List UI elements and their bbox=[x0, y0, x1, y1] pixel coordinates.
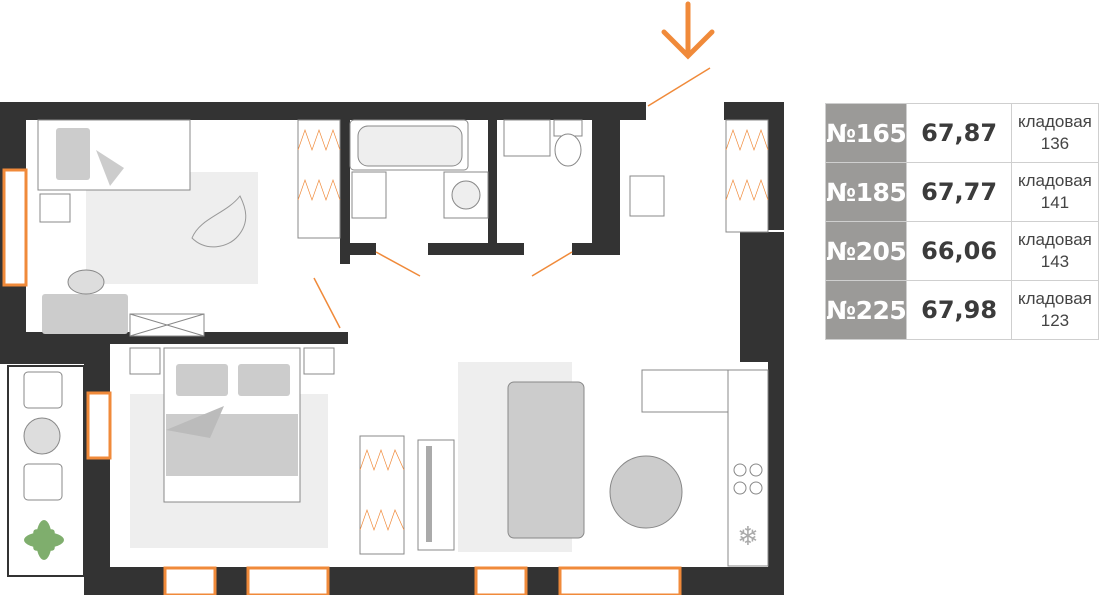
storage-cell: кладовая 141 bbox=[1010, 162, 1100, 222]
storage-number: 136 bbox=[1040, 134, 1070, 153]
balcony bbox=[7, 365, 85, 577]
storage-label: кладовая bbox=[1018, 289, 1092, 308]
arrow-down-icon bbox=[661, 1, 715, 60]
entrance-door-swing bbox=[647, 67, 711, 107]
windows bbox=[2, 168, 682, 595]
storage-cell: кладовая 143 bbox=[1010, 221, 1100, 281]
unit-number: №185 bbox=[824, 162, 908, 222]
storage-number: 141 bbox=[1040, 193, 1070, 212]
bathroom bbox=[349, 119, 489, 219]
unit-area: 67,98 bbox=[906, 280, 1012, 340]
storage-cell: кладовая 136 bbox=[1010, 103, 1100, 163]
freezer-icon: ❄ bbox=[737, 522, 759, 552]
unit-number: №165 bbox=[824, 103, 908, 163]
toilet bbox=[503, 119, 583, 167]
storage-label: кладовая bbox=[1018, 171, 1092, 190]
storage-number: 123 bbox=[1040, 311, 1070, 330]
unit-area: 66,06 bbox=[906, 221, 1012, 281]
living-room: ❄ bbox=[417, 175, 769, 567]
bedroom-large bbox=[129, 347, 335, 548]
unit-number: №205 bbox=[824, 221, 908, 281]
unit-area: 67,77 bbox=[906, 162, 1012, 222]
bedroom-small bbox=[37, 119, 258, 337]
storage-label: кладовая bbox=[1018, 230, 1092, 249]
floor-plan: ❄ bbox=[0, 1, 784, 595]
unit-area: 67,87 bbox=[906, 103, 1012, 163]
storage-label: кладовая bbox=[1018, 112, 1092, 131]
unit-number: №225 bbox=[824, 280, 908, 340]
door-swings bbox=[313, 251, 573, 329]
dog-icon bbox=[191, 195, 247, 248]
plant-icon bbox=[24, 520, 64, 560]
storage-cell: кладовая 123 bbox=[1010, 280, 1100, 340]
storage-number: 143 bbox=[1040, 252, 1070, 271]
wardrobe-hatching bbox=[297, 128, 769, 532]
